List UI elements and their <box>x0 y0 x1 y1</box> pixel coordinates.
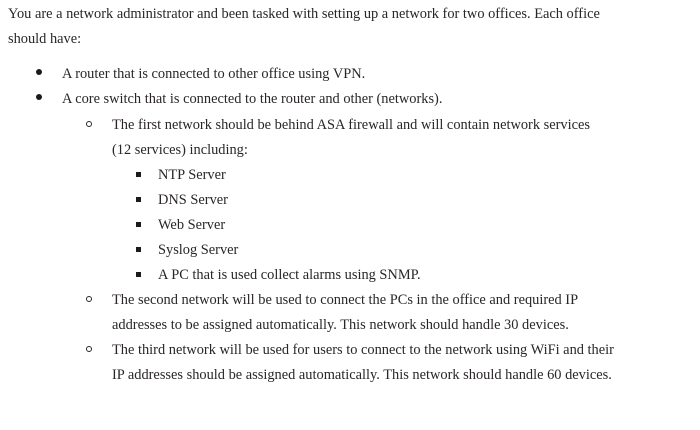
list-item-label: Web Server <box>158 217 226 233</box>
bullet-circle-icon <box>86 288 112 313</box>
list-item: Syslog Server <box>136 238 596 263</box>
list-item: A PC that is used collect alarms using S… <box>136 263 596 288</box>
list-item: The first network should be behind ASA f… <box>86 113 602 162</box>
list-item-label: A PC that is used collect alarms using S… <box>158 267 421 283</box>
list-item: A router that is connected to other offi… <box>36 62 636 87</box>
bullet-square-icon <box>136 263 158 288</box>
bullet-square-icon <box>136 188 158 213</box>
list-item-label: The third network will be used for users… <box>112 342 614 383</box>
bullet-square-icon <box>136 163 158 188</box>
list-item: DNS Server <box>136 188 596 213</box>
bullet-dot-icon <box>36 87 62 112</box>
list-item: NTP Server <box>136 163 596 188</box>
list-item-label: Syslog Server <box>158 242 239 258</box>
list-item-label: A router that is connected to other offi… <box>62 66 366 82</box>
list-item: The third network will be used for users… <box>86 338 618 387</box>
intro-paragraph: You are a network administrator and been… <box>8 6 600 47</box>
bullet-square-icon <box>136 238 158 263</box>
list-item-label: A core switch that is connected to the r… <box>62 91 443 107</box>
bullet-dot-icon <box>36 62 62 87</box>
bullet-square-icon <box>136 213 158 238</box>
bullet-circle-icon <box>86 113 112 138</box>
bullet-circle-icon <box>86 338 112 363</box>
list-item-label: The first network should be behind ASA f… <box>112 117 590 158</box>
list-item: The second network will be used to conne… <box>86 288 602 337</box>
list-item: A core switch that is connected to the r… <box>36 87 636 112</box>
list-item-label: DNS Server <box>158 192 228 208</box>
list-item: Web Server <box>136 213 596 238</box>
list-item-label: The second network will be used to conne… <box>112 292 578 333</box>
list-item-label: NTP Server <box>158 167 226 183</box>
